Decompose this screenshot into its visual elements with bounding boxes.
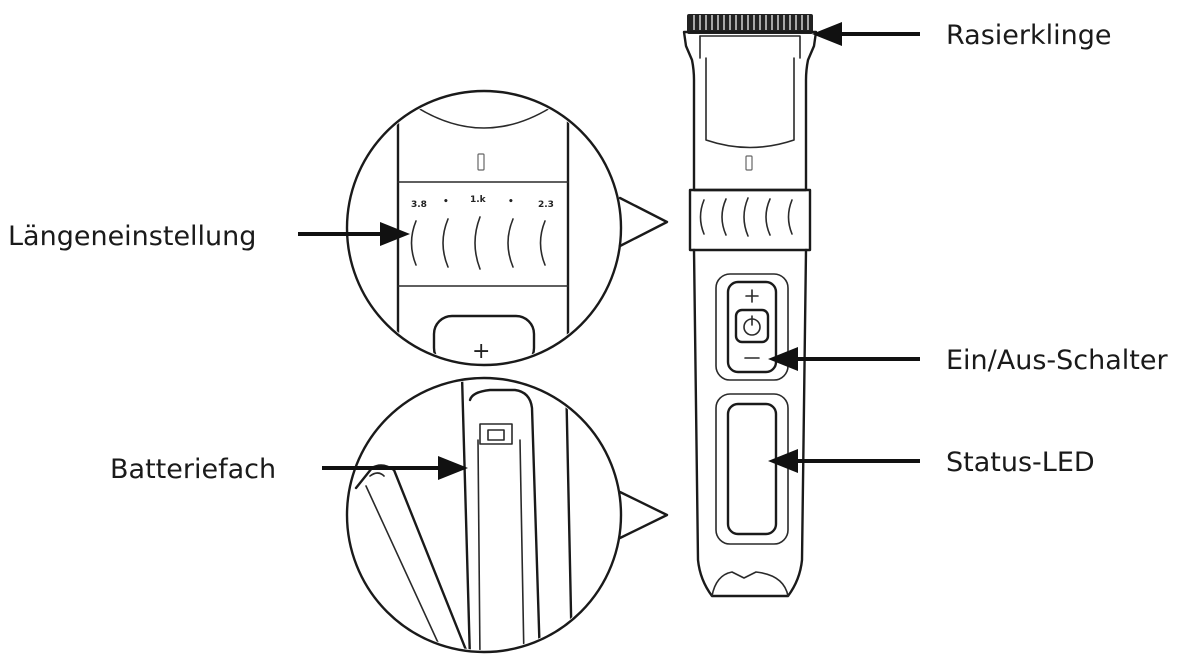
power-button-panel: [715, 273, 789, 381]
blade-teeth: [687, 14, 813, 34]
status-led-window: [715, 393, 789, 545]
trimmer-handle: [692, 248, 808, 598]
arrow-blade: [812, 22, 920, 46]
scale-tick-1: 3.8: [411, 200, 427, 210]
scale-tick-5: 2.3: [538, 200, 554, 210]
label-battery: Batteriefach: [110, 454, 276, 485]
length-adjust-ring: [688, 188, 812, 252]
scale-tick-3: 1.k: [470, 195, 487, 205]
arrow-power: [768, 347, 920, 371]
battery-detail-callout: [345, 376, 669, 654]
label-blade: Rasierklinge: [946, 20, 1112, 51]
trimmer-body: [682, 14, 818, 598]
arrow-led: [768, 449, 920, 473]
scale-tick-4: •: [508, 197, 514, 207]
arrow-battery: [322, 456, 468, 480]
arrow-length: [298, 222, 410, 246]
power-button: [734, 308, 770, 344]
label-led: Status-LED: [946, 447, 1095, 478]
label-power: Ein/Aus-Schalter: [946, 345, 1169, 376]
trimmer-head: [682, 30, 818, 192]
button-plus-symbol: +: [472, 339, 490, 364]
scale-tick-2: •: [443, 197, 449, 207]
label-length: Längeneinstellung: [8, 221, 256, 252]
